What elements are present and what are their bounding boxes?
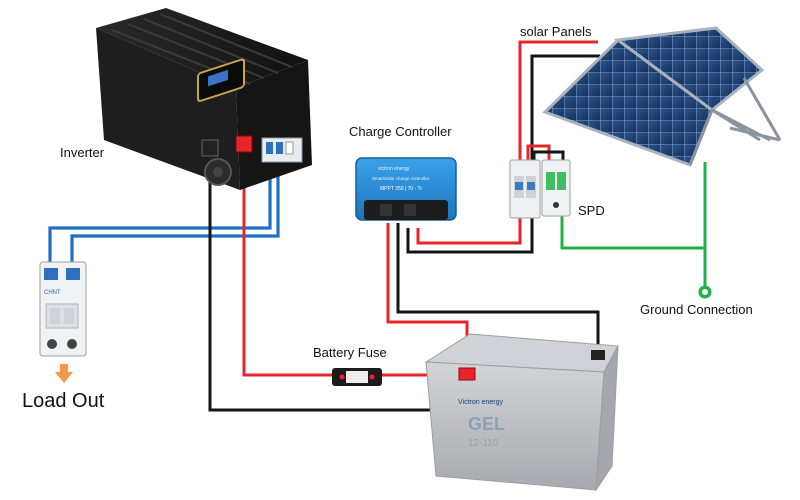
ac-wire-2	[70, 163, 280, 276]
battery-model-gel: GEL	[468, 414, 505, 434]
controller-pv-negative-wire	[406, 206, 534, 254]
breaker-brand-text: CHNT	[44, 290, 61, 296]
dc-breaker	[509, 159, 541, 219]
spd-label: SPD	[578, 203, 605, 218]
controller-brand-text: victron energy	[378, 166, 410, 172]
controller-pv-positive-wire	[416, 206, 522, 245]
solar-panel-right	[614, 26, 765, 112]
charge-controller: victron energy SmartSolar charge control…	[355, 157, 457, 221]
load-breaker: CHNT	[39, 261, 87, 357]
inverter-dc-terminal	[201, 139, 219, 157]
load-out-label: Load Out	[22, 390, 105, 412]
ground-symbol-icon	[698, 285, 712, 299]
inverter-positive-terminal	[235, 135, 253, 153]
battery-positive-terminal	[458, 367, 476, 381]
inverter-display	[197, 58, 245, 102]
battery-fuse	[332, 368, 382, 386]
panel-negative-wire	[530, 54, 600, 160]
spd-negative-jumper	[532, 150, 565, 160]
spd-ground-wire	[560, 214, 707, 286]
inverter-positive-wire	[242, 148, 338, 377]
ground-connection-label: Ground Connection	[640, 302, 753, 317]
panel-stand	[688, 77, 782, 166]
spd-device	[541, 159, 571, 217]
inverter-label: Inverter	[60, 145, 105, 160]
wires	[48, 40, 707, 412]
battery: Victron energy GEL 12-110	[424, 333, 619, 492]
inverter-unit	[96, 8, 312, 190]
solar-panel-array	[542, 26, 782, 167]
battery-fuse-label: Battery Fuse	[313, 345, 387, 360]
controller-model-text: MPPT 250 | 70 - Tr	[380, 186, 422, 192]
panel-positive-wire	[518, 40, 598, 160]
solar-panels-label: solar Panels	[520, 24, 592, 39]
controller-title-text: SmartSolar charge controller	[372, 176, 430, 181]
ac-wire-1	[48, 163, 272, 276]
load-out-arrow-icon	[55, 364, 73, 383]
controller-battery-negative-wire	[396, 223, 600, 355]
battery-negative-terminal	[591, 350, 605, 360]
battery-model-number: 12-110	[468, 438, 499, 449]
battery-brand-text: Victron energy	[458, 399, 504, 406]
charge-controller-label: Charge Controller	[349, 124, 452, 139]
